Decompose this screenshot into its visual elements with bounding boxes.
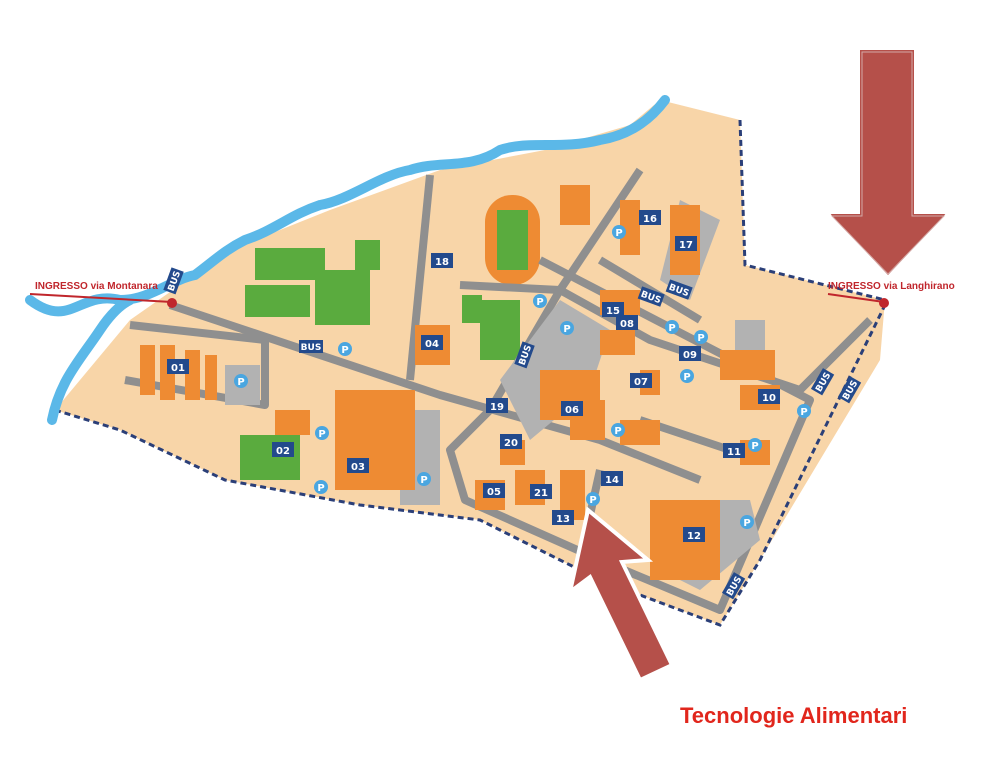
svg-text:P: P xyxy=(751,441,758,452)
building-label-20: 20 xyxy=(500,434,522,449)
svg-text:19: 19 xyxy=(490,402,504,413)
svg-text:18: 18 xyxy=(435,257,449,268)
parking-icon: P xyxy=(694,330,708,344)
caption-tecnologie-alimentari: Tecnologie Alimentari xyxy=(680,703,908,728)
building-label-04: 04 xyxy=(421,335,443,350)
svg-text:P: P xyxy=(536,297,543,308)
svg-text:20: 20 xyxy=(504,438,518,449)
building-label-18: 18 xyxy=(431,253,453,268)
parking-icon: P xyxy=(680,369,694,383)
entrance-west-label: INGRESSO via Montanara xyxy=(35,281,158,292)
parking-icon: P xyxy=(314,480,328,494)
entrance-east: INGRESSO via Langhirano xyxy=(827,281,955,308)
entrance-west: INGRESSO via Montanara xyxy=(29,281,177,308)
building-label-10: 10 xyxy=(758,389,780,404)
building-label-07: 07 xyxy=(630,373,652,388)
building-labels: 01 02 03 04 05 06 07 08 09 10 11 12 13 14 15 16 17 18 19 20… xyxy=(167,210,780,542)
parking-icon: P xyxy=(315,426,329,440)
arrow-down-icon xyxy=(821,46,955,281)
parking-icon: P xyxy=(665,320,679,334)
building-label-02: 02 xyxy=(272,442,294,457)
svg-text:P: P xyxy=(237,377,244,388)
svg-text:13: 13 xyxy=(556,514,570,525)
building-label-05: 05 xyxy=(483,483,505,498)
svg-text:P: P xyxy=(800,407,807,418)
building-label-21: 21 xyxy=(530,484,552,499)
building-label-16: 16 xyxy=(639,210,661,225)
svg-text:08: 08 xyxy=(620,319,634,330)
building-label-17: 17 xyxy=(675,236,697,251)
svg-text:BUS: BUS xyxy=(301,343,322,353)
svg-text:09: 09 xyxy=(683,350,697,361)
svg-text:P: P xyxy=(683,372,690,383)
svg-text:P: P xyxy=(589,495,596,506)
stadium xyxy=(485,195,540,285)
building-label-06: 06 xyxy=(561,401,583,416)
parking-icon: P xyxy=(586,492,600,506)
svg-text:06: 06 xyxy=(565,405,579,416)
sports-fields xyxy=(240,240,520,480)
building-label-19: 19 xyxy=(486,398,508,413)
parking-icon: P xyxy=(234,374,248,388)
svg-text:P: P xyxy=(697,333,704,344)
building-label-14: 14 xyxy=(601,471,623,486)
svg-text:05: 05 xyxy=(487,487,501,498)
parking-icon: P xyxy=(560,321,574,335)
svg-text:21: 21 xyxy=(534,488,548,499)
building-label-13: 13 xyxy=(552,510,574,525)
svg-text:P: P xyxy=(563,324,570,335)
building-label-09: 09 xyxy=(679,346,701,361)
svg-text:17: 17 xyxy=(679,240,693,251)
parking-icon: P xyxy=(533,294,547,308)
svg-text:P: P xyxy=(614,426,621,437)
building-label-08: 08 xyxy=(616,315,638,330)
parking-icon: P xyxy=(612,225,626,239)
svg-text:P: P xyxy=(317,483,324,494)
svg-text:04: 04 xyxy=(425,339,439,350)
svg-text:P: P xyxy=(668,323,675,334)
svg-text:12: 12 xyxy=(687,531,701,542)
svg-text:15: 15 xyxy=(606,306,620,317)
svg-text:P: P xyxy=(318,429,325,440)
svg-text:14: 14 xyxy=(605,475,619,486)
svg-text:P: P xyxy=(341,345,348,356)
building-label-11: 11 xyxy=(723,443,745,458)
svg-text:07: 07 xyxy=(634,377,648,388)
building-label-12: 12 xyxy=(683,527,705,542)
parking-icon: P xyxy=(417,472,431,486)
parking-icon: P xyxy=(797,404,811,418)
svg-text:03: 03 xyxy=(351,462,365,473)
svg-text:P: P xyxy=(615,228,622,239)
parking-icon: P xyxy=(740,515,754,529)
building-label-03: 03 xyxy=(347,458,369,473)
building-label-15: 15 xyxy=(602,302,624,317)
entrance-east-label: INGRESSO via Langhirano xyxy=(828,281,955,292)
parking-icon: P xyxy=(338,342,352,356)
campus-boundary xyxy=(54,119,887,627)
svg-text:16: 16 xyxy=(643,214,657,225)
parking-icon: P xyxy=(611,423,625,437)
svg-text:P: P xyxy=(743,518,750,529)
building-label-01: 01 xyxy=(167,359,189,374)
svg-text:01: 01 xyxy=(171,363,185,374)
svg-text:11: 11 xyxy=(727,447,741,458)
parking-labels: P P P P P P P P P P P P P P P P xyxy=(234,225,811,529)
svg-text:P: P xyxy=(420,475,427,486)
svg-text:02: 02 xyxy=(276,446,290,457)
arrow-up-icon xyxy=(566,506,675,683)
bus-stop-label-2: BUS xyxy=(299,340,323,353)
svg-text:10: 10 xyxy=(762,393,776,404)
parking-icon: P xyxy=(748,438,762,452)
